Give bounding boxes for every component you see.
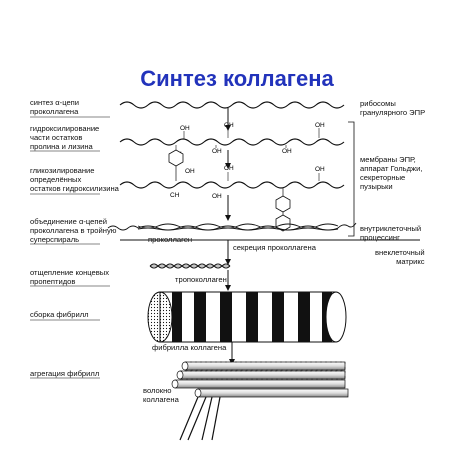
label-ribosomes: рибосомы гранулярного ЭПР	[360, 99, 425, 117]
sugar-ring-right	[275, 188, 291, 232]
label-intracellular: внутриклеточный процессинг	[360, 224, 421, 242]
tropocollagen-helix	[149, 263, 231, 269]
hydroxylated-chain	[119, 138, 345, 146]
step-glycosylation-line2: определённых	[30, 175, 82, 184]
step-triple-helix: объединение α-цепей проколлагена в тройн…	[30, 217, 116, 244]
oh-label: OH	[180, 125, 190, 132]
step-hydroxylation-line3: пролина и лизина	[30, 142, 93, 151]
label-intracellular-line1: внутриклеточный	[360, 224, 422, 233]
procollagen-triple-helix	[107, 222, 357, 231]
label-extracellular: внеклеточный матрикс	[375, 248, 425, 266]
label-membranes: мембраны ЭПР, аппарат Гольджи, секреторн…	[360, 155, 422, 191]
step-chain-synthesis-line1: синтез α-цепи	[30, 98, 80, 107]
step-glycosylation: гликозилирование определённых остатков г…	[30, 166, 119, 193]
label-membranes-line4: пузырьки	[360, 182, 393, 191]
step-fibril-aggregation-line1: агрегация фибрилл	[30, 369, 100, 378]
label-extracellular-line2: матрикс	[396, 257, 425, 266]
membrane-bracket	[348, 121, 355, 237]
label-tropocollagen: тропоколлаген	[175, 275, 227, 284]
step-chain-synthesis-line2: проколлагена	[30, 107, 79, 116]
step-fibril-assembly-line1: сборка фибрилл	[30, 310, 89, 319]
label-fiber-line2: коллагена	[143, 395, 179, 404]
label-ribosomes-line2: гранулярного ЭПР	[360, 108, 426, 117]
oh-label: OH	[212, 148, 222, 155]
step-chain-synthesis: синтез α-цепи проколлагена	[30, 98, 79, 116]
label-secretion: секреция проколлагена	[233, 243, 316, 252]
oh-label: OH	[282, 148, 292, 155]
label-fiber: волокно коллагена	[143, 386, 179, 404]
step-triple-helix-line2: проколлагена в тройную	[30, 226, 117, 235]
step-triple-helix-line3: суперспираль	[30, 235, 80, 244]
oh-label: OH	[185, 168, 195, 175]
step-glycosylation-line3: остатков гидроксилизина	[30, 184, 119, 193]
label-membranes-line1: мембраны ЭПР,	[360, 155, 416, 164]
ch-label: CH	[170, 192, 180, 199]
step-propeptide-cleavage-line2: пропептидов	[30, 277, 76, 286]
diagram-title: Синтез коллагена	[140, 66, 334, 91]
sugar-ring-left	[168, 149, 184, 181]
oh-label: OH	[212, 193, 222, 200]
oh-label: OH	[315, 122, 325, 129]
oh-label: OH	[315, 166, 325, 173]
step-propeptide-cleavage-line1: отщепление концевых	[30, 268, 110, 277]
collagen-fibril	[147, 291, 347, 343]
label-membranes-line2: аппарат Гольджи,	[360, 164, 423, 173]
step-glycosylation-line1: гликозилирование	[30, 166, 95, 175]
alpha-chain	[119, 101, 345, 109]
label-fiber-line1: волокно	[143, 386, 172, 395]
glycosylated-chain	[119, 181, 345, 189]
label-ribosomes-line1: рибосомы	[360, 99, 396, 108]
step-propeptide-cleavage: отщепление концевых пропептидов	[30, 268, 109, 286]
step-hydroxylation: гидроксилирование части остатков пролина…	[30, 124, 99, 151]
label-membranes-line3: секреторные	[360, 173, 406, 182]
step-fibril-assembly: сборка фибрилл	[30, 310, 89, 319]
collagen-fiber-bundle	[171, 361, 349, 441]
step-hydroxylation-line2: части остатков	[30, 133, 83, 142]
label-intracellular-line2: процессинг	[360, 233, 400, 242]
label-extracellular-line1: внеклеточный	[375, 248, 425, 257]
step-fibril-aggregation: агрегация фибрилл	[30, 369, 99, 378]
oh-label: OH	[224, 165, 234, 172]
oh-label: OH	[224, 122, 234, 129]
step-hydroxylation-line1: гидроксилирование	[30, 124, 100, 133]
step-triple-helix-line1: объединение α-цепей	[30, 217, 107, 226]
label-fibril: фибрилла коллагена	[152, 343, 227, 352]
